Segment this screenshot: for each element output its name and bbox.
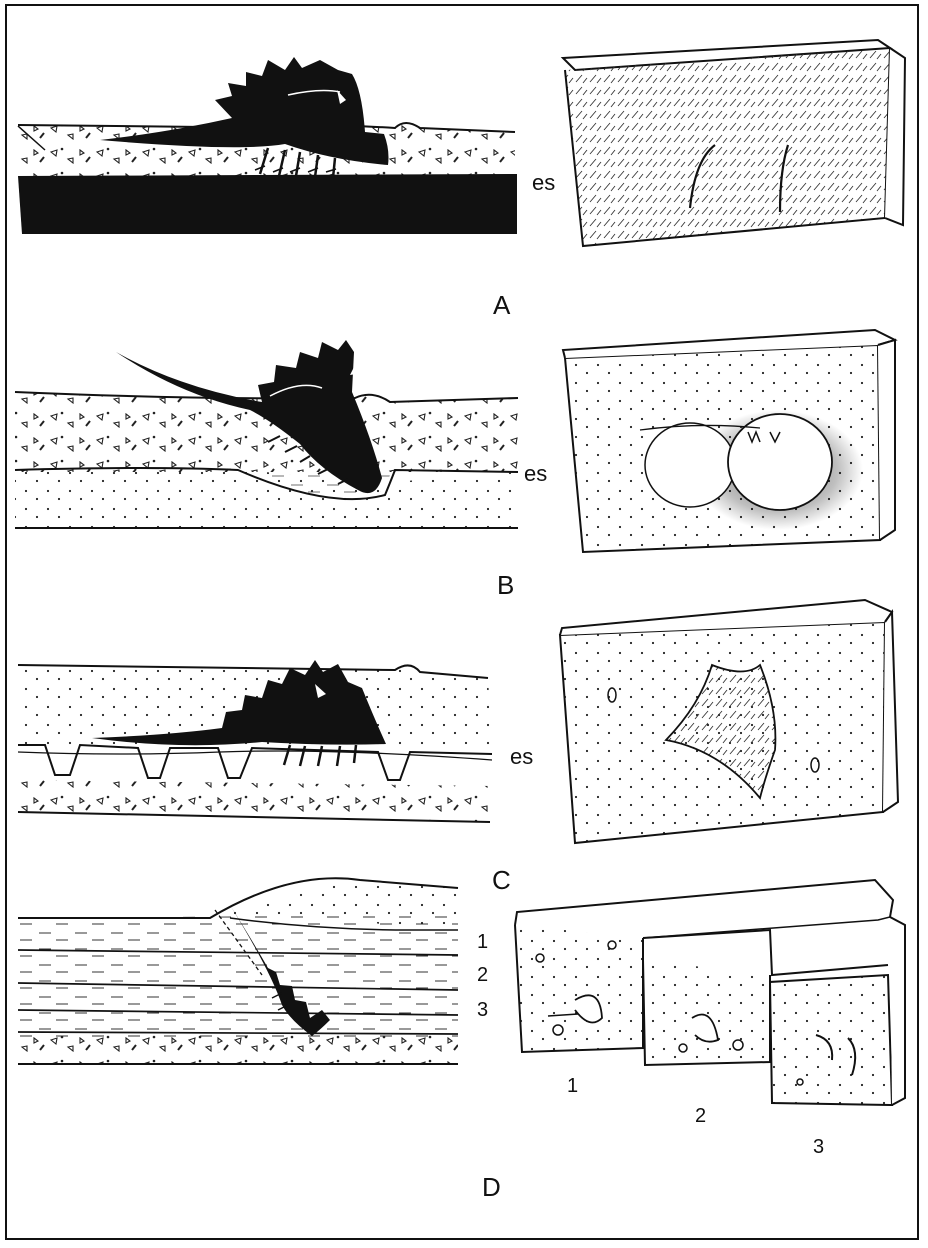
erosion-surface-label: es <box>532 170 555 196</box>
body-impression <box>728 414 832 510</box>
panel-d-rock-blocks <box>515 880 905 1105</box>
layer-label-1: 1 <box>477 931 488 954</box>
layer-label-2: 2 <box>477 964 488 987</box>
block-label-3: 3 <box>813 1136 824 1159</box>
block-label-1: 1 <box>567 1075 578 1098</box>
panel-b-rock-block <box>563 330 895 552</box>
erosion-surface-label: es <box>510 744 533 770</box>
panel-label-c: C <box>492 865 511 896</box>
erosion-surface-label: es <box>524 461 547 487</box>
panel-label-d: D <box>482 1172 501 1203</box>
layer-label-3: 3 <box>477 999 488 1022</box>
panel-c-cross-section <box>18 665 492 822</box>
panel-label-a: A <box>493 290 510 321</box>
panel-c-rock-block <box>560 600 898 843</box>
dark-substrate-layer <box>18 174 517 234</box>
panel-label-b: B <box>497 570 514 601</box>
panel-a-rock-block <box>563 40 905 246</box>
body-impression <box>645 423 735 507</box>
panel-d-cross-section <box>18 878 458 1064</box>
block-label-2: 2 <box>695 1105 706 1128</box>
